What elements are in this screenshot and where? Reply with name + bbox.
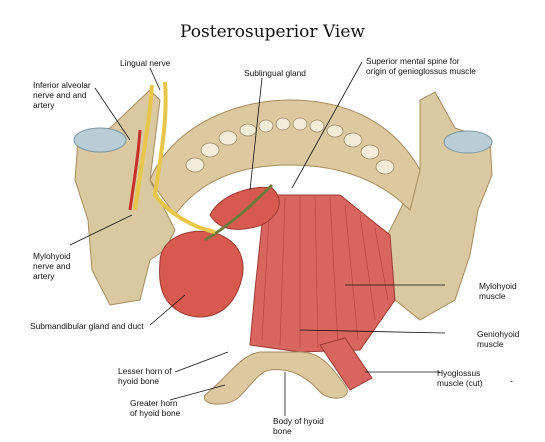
label-line: muscle (cut): [437, 378, 483, 388]
label-line: Submandibular gland and duct: [30, 321, 144, 331]
label-hyoglossus: Hyoglossus muscle (cut): [437, 368, 483, 388]
submandibular-gland: [159, 230, 244, 318]
label-lingual-nerve: Lingual nerve: [120, 58, 170, 68]
right-mandible-ramus: [379, 91, 493, 321]
hyoid-bone: [203, 351, 348, 405]
label-line: artery: [33, 100, 55, 110]
inferior-alveolar-nerve: [133, 84, 154, 211]
corner-mark: -: [510, 376, 513, 386]
label-superior-mental-spine: Superior mental spine for origin of geni…: [366, 56, 476, 76]
label-line: origin of genioglossus muscle: [366, 66, 476, 76]
label-line: Lesser horn of: [118, 366, 172, 376]
label-line: Hyoglossus: [437, 368, 481, 378]
teeth: [185, 117, 395, 175]
label-line: nerve and: [33, 261, 71, 271]
lingual-nerve: [152, 81, 216, 234]
submandibular-duct: [204, 183, 274, 242]
right-condyle: [443, 130, 493, 154]
figure-title: Posterosuperior View: [180, 22, 365, 42]
label-line: artery: [33, 271, 55, 281]
sublingual-gland: [209, 186, 280, 230]
label-lesser-horn: Lesser horn of hyoid bone: [118, 366, 172, 386]
label-line: bone: [273, 426, 292, 436]
label-line: Superior mental spine for: [366, 56, 460, 66]
label-inferior-alveolar: Inferior alveolar nerve and and artery: [33, 80, 91, 110]
label-greater-horn: Greater horn of hyoid bone: [130, 398, 180, 418]
label-mylohyoid-nerve: Mylohyoid nerve and artery: [33, 251, 71, 281]
leader-lines: [69, 61, 446, 416]
label-line: muscle: [477, 339, 504, 349]
label-geniohyoid: Geniohyoid muscle: [477, 329, 519, 349]
label-line: Lingual nerve: [120, 58, 171, 68]
label-line: Mylohyoid: [33, 251, 71, 261]
hyoglossus-muscle: [319, 337, 373, 391]
label-sublingual-gland: Sublingual gland: [244, 68, 306, 78]
label-line: muscle: [479, 291, 506, 301]
label-submandibular: Submandibular gland and duct: [30, 321, 144, 331]
label-line: Geniohyoid: [477, 329, 520, 339]
mylohyoid-muscle: [249, 194, 396, 353]
label-line: Inferior alveolar: [33, 80, 91, 90]
left-condyle: [73, 127, 127, 153]
mandible-body: [149, 99, 421, 216]
label-body-hyoid: Body of hyoid bone: [273, 416, 324, 436]
label-line: of hyoid bone: [130, 408, 181, 418]
label-line: nerve and and: [33, 90, 87, 100]
label-line: Body of hyoid: [273, 416, 324, 426]
label-line: Sublingual gland: [244, 68, 306, 78]
label-line: Greater horn: [130, 398, 178, 408]
label-line: hyoid bone: [118, 376, 159, 386]
inferior-alveolar-artery: [128, 129, 142, 211]
label-line: Mylohyoid: [479, 281, 517, 291]
label-mylohyoid-muscle: Mylohyoid muscle: [479, 281, 517, 301]
muscle-fibers: [261, 195, 389, 349]
